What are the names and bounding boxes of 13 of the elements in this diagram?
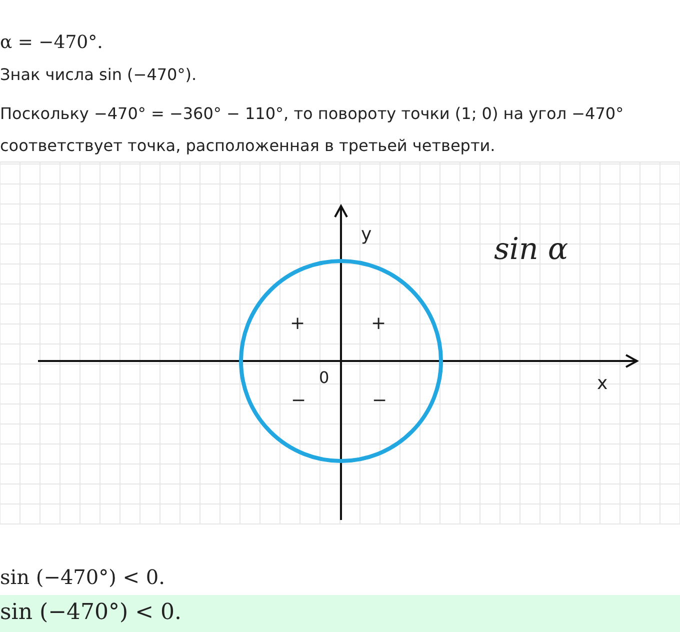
axis-label: y: [361, 224, 372, 245]
paragraph: Поскольку −470° = −360° − 110°, то повороту точки (1; 0) на угол −470° соответствует точка, расположенная в третьей четверти.: [0, 103, 625, 157]
sign-label: −: [372, 390, 388, 411]
function-label: sin α: [494, 232, 568, 267]
text-line: Знак числа sin (−470°).: [0, 65, 197, 84]
axis-label: x: [597, 373, 608, 394]
sign-label: +: [290, 313, 306, 334]
math-expression: α = −470°.: [0, 32, 103, 53]
sign-label: −: [291, 390, 306, 411]
math-expression: sin (−470°) < 0.: [0, 565, 165, 589]
sign-label: +: [371, 313, 386, 334]
answer-text: sin (−470°) < 0.: [0, 600, 182, 625]
origin-label: 0: [319, 368, 330, 387]
